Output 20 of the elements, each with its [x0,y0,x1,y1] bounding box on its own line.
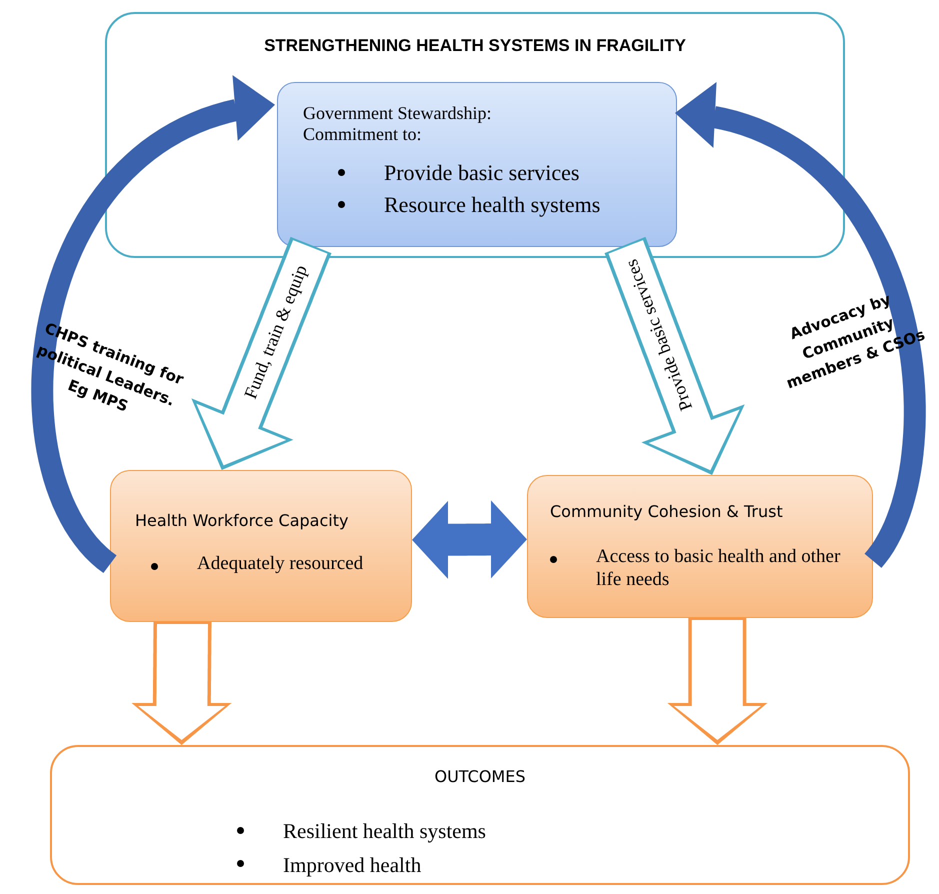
frame-title: STRENGTHENING HEALTH SYSTEMS IN FRAGILITY [263,36,687,56]
block-arrow [674,82,926,568]
bullet-text: Resilient health systems [283,819,486,843]
box-heading: Government Stewardship: Commitment to: [303,103,492,144]
bullet-text: Provide basic services [384,160,580,185]
frame-box [105,12,845,258]
block-arrow [31,75,276,574]
edge-label: Fund, train & equip [240,262,312,402]
capacity-box [110,470,412,622]
bullet-text: Adequately resourced [197,553,364,574]
box-heading: OUTCOMES [434,767,526,786]
outcomes-box [50,745,910,885]
bullet-text: Improved health [283,852,422,877]
capacity-box [527,475,873,618]
box-heading: Health Workforce Capacity [135,511,348,530]
box-heading: Community Cohesion & Trust [550,502,783,521]
edge-label: Provide basic services [620,256,698,414]
bullet-text: Resource health systems [384,192,600,217]
bullet-text: Access to basic health and other life needs [596,546,840,590]
stewardship-box [277,82,677,247]
